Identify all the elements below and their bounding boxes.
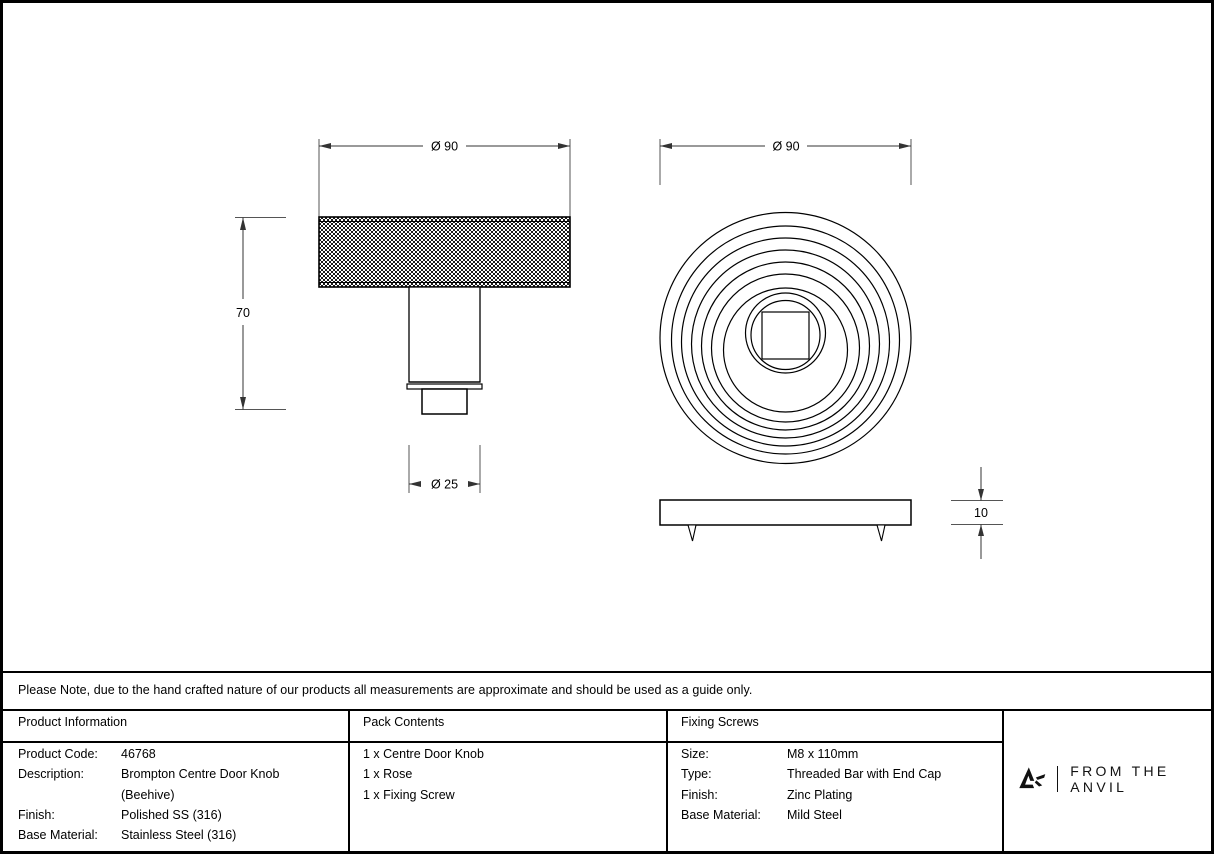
brand-logo: FROM THE ANVIL: [1018, 763, 1211, 795]
value-finish: Polished SS (316): [121, 807, 222, 822]
pack-contents-body: 1 x Centre Door Knob 1 x Rose 1 x Fixing…: [363, 744, 484, 805]
label-product-code: Product Code:: [18, 747, 98, 761]
label-screw-finish: Finish:: [681, 787, 718, 802]
label-base-material: Base Material:: [18, 828, 98, 843]
dim-rose-depth: [951, 467, 1003, 559]
value-screw-type: Threaded Bar with End Cap: [787, 767, 942, 782]
dim-label-rose-diameter: Ø 90: [772, 140, 799, 154]
dim-label-rose-depth: 10: [974, 506, 988, 520]
value-screw-base-material: Mild Steel: [787, 807, 842, 822]
technical-drawing-svg: Ø 90 70 Ø 25 Ø 90 10: [235, 139, 1003, 559]
rose-square-aperture: [761, 311, 810, 360]
table-rule-under-note: [3, 709, 1211, 711]
knob-neck: [406, 286, 483, 390]
product-information-body: Product Code: 46768 Description: Brompto…: [18, 744, 279, 845]
pack-item: 1 x Fixing Screw: [363, 787, 455, 802]
pack-item: 1 x Centre Door Knob: [363, 747, 484, 761]
row-finish: Finish: Polished SS (316): [18, 805, 279, 825]
label-screw-size: Size:: [681, 747, 709, 761]
row-product-code: Product Code: 46768: [18, 744, 279, 764]
row-screw-base-material: Base Material: Mild Steel: [681, 805, 941, 825]
logo-divider: [1057, 766, 1059, 792]
label-screw-base-material: Base Material:: [681, 807, 761, 822]
value-description-continuation: (Beehive): [121, 787, 175, 802]
row-screw-finish: Finish: Zinc Plating: [681, 785, 941, 805]
rose-rings: [659, 211, 912, 465]
value-product-code: 46768: [121, 747, 156, 761]
value-screw-finish: Zinc Plating: [787, 787, 853, 802]
product-info-table: Please Note, due to the hand crafted nat…: [3, 671, 1211, 851]
pack-item: 1 x Rose: [363, 767, 413, 782]
brand-wordmark: FROM THE ANVIL: [1070, 763, 1170, 795]
table-divider-1: [348, 709, 350, 851]
brand-logo-cell: FROM THE ANVIL: [1004, 695, 1211, 851]
rose-section-group: [659, 467, 1003, 559]
table-divider-3: [1002, 709, 1004, 851]
value-description: Brompton Centre Door Knob: [121, 767, 280, 782]
knob-barrel: [318, 216, 571, 288]
anvil-a-icon: [1019, 767, 1046, 789]
row-screw-type: Type: Threaded Bar with End Cap: [681, 764, 941, 784]
rose-fixing-spikes: [687, 524, 886, 542]
dim-knob-height: [235, 217, 286, 410]
value-base-material: Stainless Steel (316): [121, 828, 237, 843]
row-screw-size: Size: M8 x 110mm: [681, 744, 941, 764]
table-divider-2: [666, 709, 668, 851]
label-screw-type: Type:: [681, 767, 712, 782]
dim-label-spindle-diameter: Ø 25: [431, 478, 458, 492]
column-header-fixing-screws: Fixing Screws: [681, 715, 759, 729]
dim-label-knob-diameter: Ø 90: [431, 140, 458, 154]
table-rule-under-headers: [3, 741, 1002, 743]
dim-spindle-diameter: [408, 445, 481, 493]
measurement-note-text: Please Note, due to the hand crafted nat…: [18, 683, 753, 697]
dim-label-knob-height: 70: [236, 306, 250, 320]
table-rule-top: [3, 671, 1211, 673]
dim-rose-diameter: [659, 139, 912, 185]
measurement-note-row: Please Note, due to the hand crafted nat…: [3, 671, 1211, 709]
row-description-continuation: (Beehive): [18, 785, 279, 805]
row-base-material: Base Material: Stainless Steel (316): [18, 825, 279, 845]
rose-front-elevation-group: [659, 139, 912, 465]
row-description: Description: Brompton Centre Door Knob: [18, 764, 279, 784]
dim-knob-diameter: [318, 139, 571, 221]
fixing-screws-body: Size: M8 x 110mm Type: Threaded Bar with…: [681, 744, 941, 825]
column-header-product-information: Product Information: [18, 715, 128, 729]
drawing-canvas: Ø 90 70 Ø 25 Ø 90 10: [3, 3, 1211, 851]
label-finish: Finish:: [18, 807, 55, 822]
side-elevation-group: [235, 139, 571, 493]
value-screw-size: M8 x 110mm: [787, 747, 859, 761]
label-spacer: [18, 785, 121, 805]
label-description: Description:: [18, 767, 84, 782]
knob-end-collar: [421, 388, 468, 415]
column-header-pack-contents: Pack Contents: [363, 715, 445, 729]
